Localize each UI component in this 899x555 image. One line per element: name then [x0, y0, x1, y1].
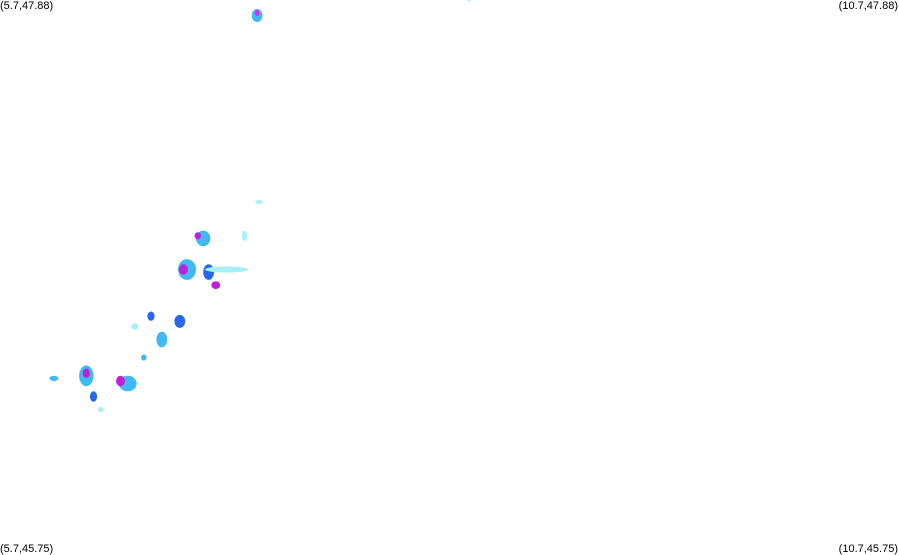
precip-cell-strong: [203, 264, 215, 280]
precip-cell-heavy: [116, 375, 125, 387]
corner-label-top-right: (10.7,47.88): [838, 0, 898, 12]
precip-cell-extreme: [254, 9, 260, 17]
corner-label-bottom-left: (5.7,45.75): [0, 543, 54, 555]
precip-cell-light: [131, 323, 139, 330]
precip-cell-strong: [147, 311, 155, 321]
precip-cell-heavy: [178, 264, 188, 275]
precipitation-layer: [49, 0, 471, 413]
precip-cell-medium: [141, 354, 147, 361]
precip-cell-light: [255, 200, 263, 205]
precip-cell-heavy: [211, 281, 221, 289]
precip-cell-light: [467, 0, 471, 2]
precip-cell-strong: [174, 314, 186, 328]
corner-label-bottom-right: (10.7,45.75): [838, 543, 898, 555]
precip-cell-strong: [89, 391, 98, 402]
precip-cell-heavy: [82, 368, 90, 378]
precip-cell-heavy: [194, 232, 201, 240]
precip-cell-medium: [156, 331, 168, 348]
precip-cell-light: [241, 230, 248, 241]
corner-label-top-left: (5.7,47.88): [0, 0, 54, 12]
precip-cell-medium: [49, 375, 59, 381]
precip-cell-light: [204, 266, 249, 273]
precip-cell-light: [98, 406, 104, 413]
